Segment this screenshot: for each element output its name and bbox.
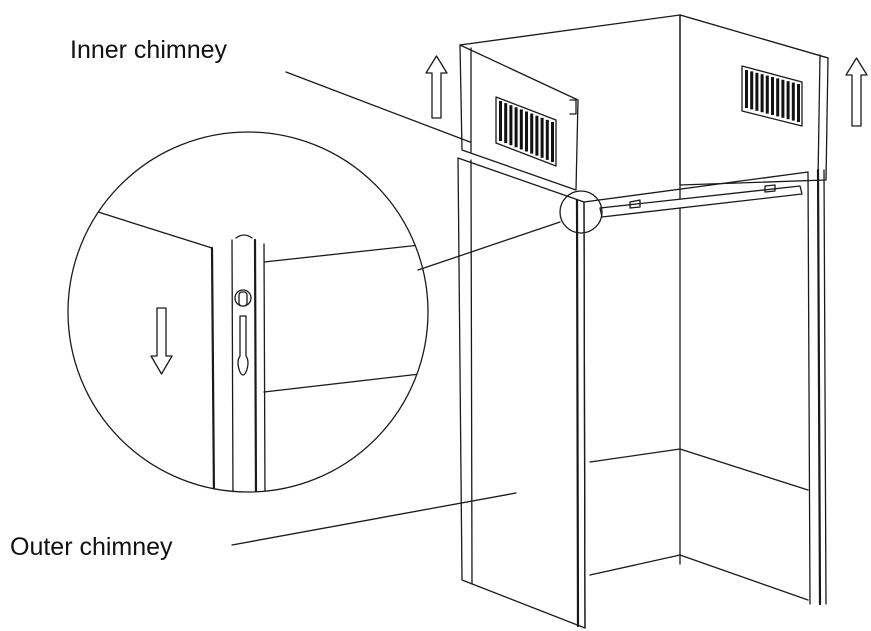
vent-slot xyxy=(760,74,764,113)
leader-line-outer-chimney xyxy=(231,492,517,546)
vent-slot xyxy=(786,81,790,120)
detail-source-circle xyxy=(559,190,603,234)
vent-slot xyxy=(797,84,800,122)
vent-slot xyxy=(745,70,748,108)
vent-slot xyxy=(755,72,759,111)
leader-line-inner-chimney xyxy=(285,71,471,143)
outer-chimney xyxy=(457,157,827,629)
vent-slot xyxy=(791,82,795,121)
vent-slot xyxy=(525,111,528,152)
vent-slot xyxy=(504,103,508,144)
detail-callout-circle xyxy=(67,131,429,493)
vent-slot xyxy=(750,71,754,110)
keyhole-slot-icon xyxy=(234,289,252,376)
inner-chimney-label: Inner chimney xyxy=(70,36,228,64)
vent-slot xyxy=(781,79,785,118)
down-arrow-icon xyxy=(150,307,173,375)
up-arrow-icon xyxy=(425,55,448,119)
vent-slot xyxy=(530,113,534,154)
vent-slot xyxy=(765,75,769,114)
outer-chimney-label: Outer chimney xyxy=(10,533,173,561)
vent-slots-icon xyxy=(495,96,557,167)
vent-slot xyxy=(771,77,774,115)
vent-slot xyxy=(519,109,523,150)
leader-line-detail xyxy=(417,221,561,271)
vent-slot xyxy=(514,107,518,148)
inner-chimney xyxy=(459,14,829,191)
vent-slot xyxy=(551,122,554,162)
vent-slots-icon xyxy=(741,65,803,127)
vent-slot xyxy=(499,101,502,141)
vent-slot xyxy=(776,78,780,117)
vent-slot xyxy=(509,105,513,146)
vent-slot xyxy=(535,115,539,156)
vent-slot xyxy=(545,119,549,160)
vent-slot xyxy=(540,117,544,158)
up-arrow-icon xyxy=(845,57,868,127)
